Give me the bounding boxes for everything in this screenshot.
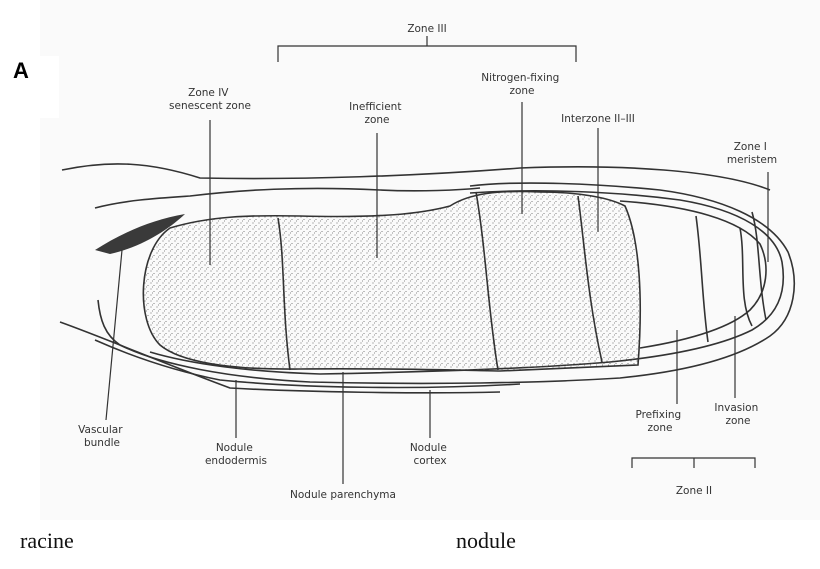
- panel-label: A: [13, 56, 59, 118]
- label-zone1-meristem: Zone I meristem: [727, 141, 777, 166]
- label-zone2: Zone II: [676, 485, 712, 497]
- label-nodule-parenchyma: Nodule parenchyma: [290, 489, 396, 501]
- label-zone3: Zone III: [407, 23, 446, 35]
- caption-nodule: nodule: [456, 528, 516, 554]
- label-interzone: Interzone II–III: [561, 113, 635, 125]
- nodule-tissue: [143, 191, 640, 371]
- label-nodule-cortex: Nodule cortex: [410, 442, 450, 467]
- caption-racine: racine: [20, 528, 74, 554]
- label-vascular-bundle: Vascular bundle: [78, 424, 126, 449]
